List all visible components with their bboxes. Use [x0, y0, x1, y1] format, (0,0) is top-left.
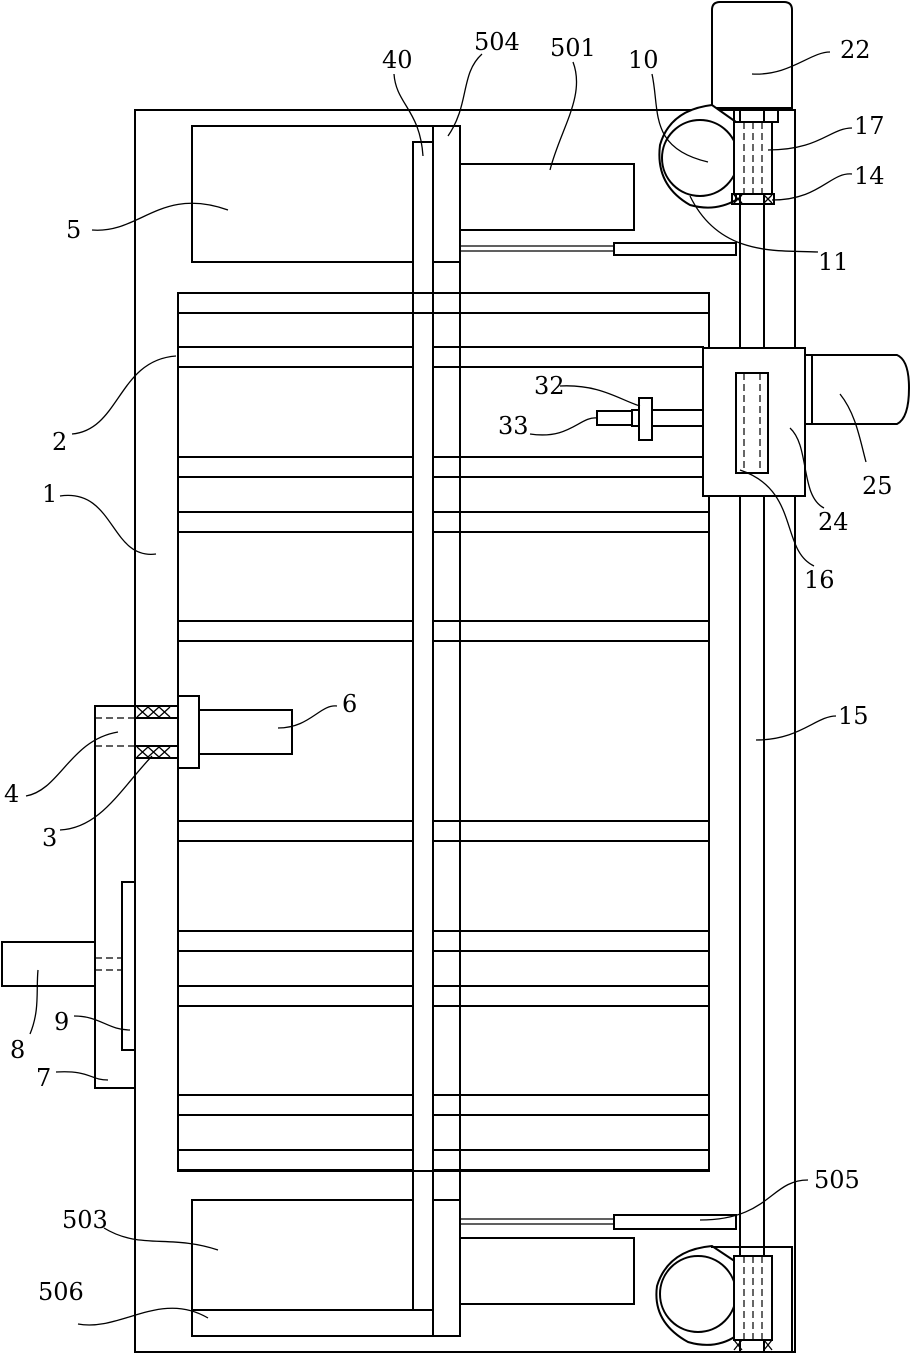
flange-32 [639, 398, 652, 440]
label-1: 1 [42, 480, 57, 508]
label-9: 9 [54, 1008, 69, 1036]
main-frame [135, 110, 795, 1352]
label-22: 22 [840, 36, 871, 64]
label-10: 10 [628, 46, 659, 74]
label-24: 24 [818, 508, 849, 536]
label-6: 6 [342, 690, 357, 718]
label-40: 40 [382, 46, 413, 74]
rod-505 [614, 1215, 736, 1229]
flange-6 [178, 696, 199, 768]
screw-33 [597, 411, 632, 425]
shaft-32 [652, 410, 703, 426]
label-33: 33 [498, 412, 529, 440]
plate-9 [122, 882, 135, 1050]
slider-16 [736, 373, 768, 473]
motor-22 [712, 2, 792, 108]
rod-11 [614, 243, 736, 255]
label-14: 14 [854, 162, 885, 190]
shaft-15 [740, 110, 764, 1352]
label-503: 503 [62, 1206, 108, 1234]
bearing-3 [135, 706, 178, 718]
cylinder-501 [460, 164, 634, 230]
cylinder-lower [460, 1238, 634, 1304]
label-25: 25 [862, 472, 893, 500]
label-5: 5 [66, 216, 81, 244]
label-8: 8 [10, 1036, 25, 1064]
label-504: 504 [474, 28, 520, 56]
label-3: 3 [42, 824, 57, 852]
label-506: 506 [38, 1278, 84, 1306]
knob-8 [2, 942, 95, 986]
label-16: 16 [804, 566, 835, 594]
rod-40 [413, 142, 433, 1310]
label-11: 11 [818, 248, 849, 276]
plate-7 [95, 706, 135, 1088]
label-32: 32 [534, 372, 565, 400]
label-505: 505 [814, 1166, 860, 1194]
motor-25 [805, 355, 909, 424]
label-17: 17 [854, 112, 885, 140]
label-15: 15 [838, 702, 869, 730]
label-7: 7 [36, 1064, 51, 1092]
label-501: 501 [550, 34, 596, 62]
label-4: 4 [4, 780, 19, 808]
plate-504 [433, 126, 460, 1336]
block-6 [199, 710, 292, 754]
label-2: 2 [52, 428, 67, 456]
shelves [178, 347, 709, 1170]
